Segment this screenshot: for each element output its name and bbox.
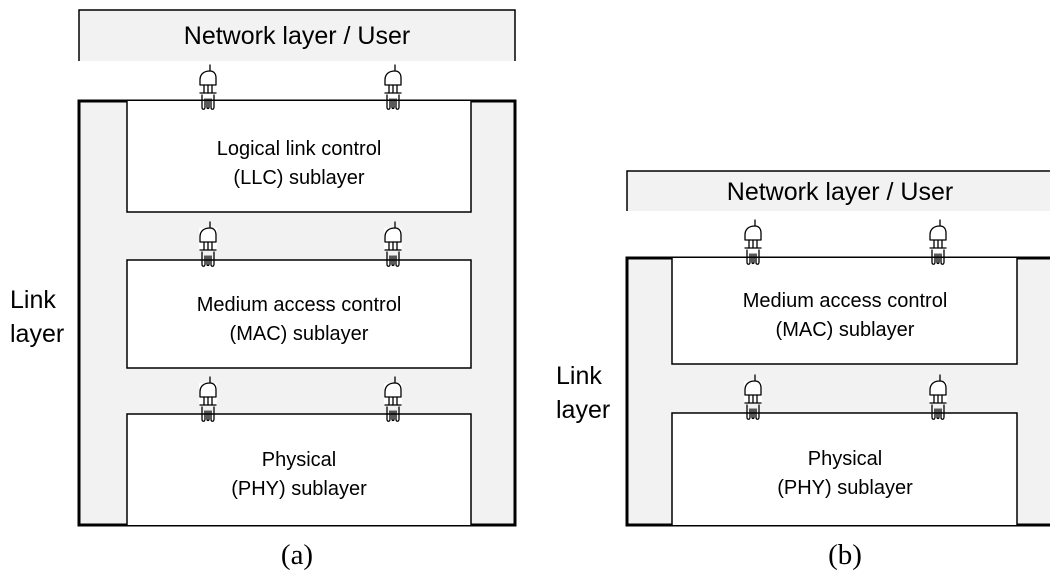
mac-sublayer-label-b-line2: (MAC) sublayer bbox=[776, 319, 915, 341]
network-layer-label-a: Network layer / User bbox=[184, 22, 410, 50]
phy-sublayer-box-a bbox=[126, 413, 472, 525]
caption-b: (b) bbox=[828, 539, 862, 571]
link-layer-side-label-a-line1: Link bbox=[10, 286, 56, 314]
link-layer-side-label-b-line2: layer bbox=[556, 396, 610, 424]
plug-socket-connector-icon bbox=[199, 64, 217, 110]
phy-sublayer-box-b bbox=[671, 412, 1018, 525]
connectors-a bbox=[199, 64, 402, 422]
connectors-b bbox=[744, 219, 947, 420]
diagram-b: Network layer / User Medium access contr… bbox=[556, 170, 1050, 571]
plug-socket-connector-icon bbox=[744, 219, 762, 265]
plug-socket-connector-icon bbox=[384, 64, 402, 110]
phy-sublayer-label-a-line1: Physical bbox=[262, 449, 336, 471]
link-layer-side-label-a-line2: layer bbox=[10, 320, 64, 348]
plug-socket-connector-icon bbox=[384, 376, 402, 422]
network-layer-box-a bbox=[78, 9, 516, 61]
plug-socket-connector-icon bbox=[384, 221, 402, 267]
phy-sublayer-label-b-line1: Physical bbox=[808, 448, 882, 470]
plug-socket-connector-icon bbox=[199, 221, 217, 267]
llc-sublayer-label-line2: (LLC) sublayer bbox=[233, 167, 365, 189]
plug-socket-connector-icon bbox=[199, 376, 217, 422]
llc-sublayer-label-line1: Logical link control bbox=[217, 138, 382, 160]
plug-socket-connector-icon bbox=[744, 374, 762, 420]
diagram-a: Network layer / User Logical link contro… bbox=[10, 9, 517, 571]
mac-sublayer-label-a-line2: (MAC) sublayer bbox=[230, 323, 369, 345]
caption-a: (a) bbox=[281, 539, 313, 571]
mac-sublayer-box-a bbox=[126, 259, 472, 369]
link-layer-side-label-b-line1: Link bbox=[556, 362, 602, 390]
llc-sublayer-box-a bbox=[126, 101, 472, 213]
network-layer-label-b: Network layer / User bbox=[727, 178, 953, 206]
plug-socket-connector-icon bbox=[929, 219, 947, 265]
phy-sublayer-label-b-line2: (PHY) sublayer bbox=[777, 477, 913, 499]
plug-socket-connector-icon bbox=[929, 374, 947, 420]
mac-sublayer-box-b bbox=[671, 258, 1018, 365]
mac-sublayer-label-b-line1: Medium access control bbox=[743, 290, 948, 312]
phy-sublayer-label-a-line2: (PHY) sublayer bbox=[231, 478, 367, 500]
mac-sublayer-label-a-line1: Medium access control bbox=[197, 294, 402, 316]
